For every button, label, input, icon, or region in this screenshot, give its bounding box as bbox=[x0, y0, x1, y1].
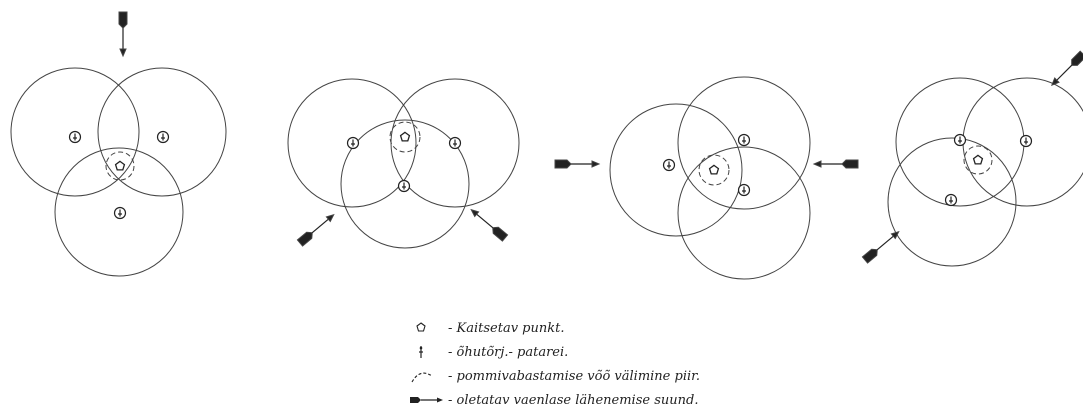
legend-label: - pommivabastamise võõ välimine piir. bbox=[448, 368, 701, 384]
defended-point-icon bbox=[708, 164, 720, 175]
coverage-circle bbox=[10, 67, 140, 197]
battery-icon bbox=[737, 133, 751, 147]
attack-direction-arrow bbox=[813, 159, 859, 169]
coverage-circle bbox=[677, 76, 811, 210]
legend-item: - õhutõrj.- patarei. bbox=[408, 340, 700, 364]
battery-icon bbox=[346, 136, 360, 150]
attack-direction-arrow bbox=[468, 206, 509, 242]
battery-icon bbox=[448, 136, 462, 150]
battery-icon bbox=[953, 133, 967, 147]
legend-label: - õhutõrj.- patarei. bbox=[448, 344, 569, 360]
bomb-release-line bbox=[105, 151, 135, 181]
coverage-circle bbox=[609, 103, 743, 237]
coverage-circle bbox=[677, 146, 811, 280]
scenario-3 bbox=[554, 76, 859, 280]
defended-point-icon bbox=[972, 154, 984, 165]
attack-direction-arrow bbox=[861, 228, 902, 264]
attack-direction-arrow bbox=[1048, 50, 1083, 89]
attack-direction-arrow bbox=[554, 159, 600, 169]
battery-icon bbox=[113, 206, 127, 220]
battery-icon bbox=[944, 193, 958, 207]
bomb-release-line bbox=[698, 154, 730, 186]
attack-direction-arrow-icon bbox=[410, 397, 443, 403]
defended-point-icon bbox=[399, 131, 411, 142]
scenario-2 bbox=[287, 78, 520, 249]
attack-direction-arrow bbox=[296, 211, 337, 247]
legend-item: - oletatav vaenlase lähenemise suund. bbox=[408, 388, 700, 412]
battery-icon bbox=[1019, 134, 1033, 148]
scenario-4 bbox=[861, 50, 1083, 267]
coverage-circle bbox=[887, 137, 1017, 267]
legend-label: - Kaitsetav punkt. bbox=[448, 320, 565, 336]
legend: - Kaitsetav punkt. - õhutõrj.- patarei. … bbox=[408, 316, 700, 412]
attack-direction-arrow bbox=[118, 11, 128, 57]
defended-point-icon bbox=[416, 322, 426, 332]
bomb-release-line-icon bbox=[411, 372, 433, 383]
bomb-release-line bbox=[963, 145, 993, 175]
bomb-release-line bbox=[389, 121, 421, 153]
battery-icon bbox=[68, 130, 82, 144]
legend-item: - Kaitsetav punkt. bbox=[408, 316, 700, 340]
legend-label: - oletatav vaenlase lähenemise suund. bbox=[448, 392, 699, 408]
legend-item: - pommivabastamise võõ välimine piir. bbox=[408, 364, 700, 388]
scenario-1 bbox=[10, 11, 227, 277]
coverage-circle bbox=[54, 147, 184, 277]
battery-icon bbox=[397, 179, 411, 193]
coverage-circle bbox=[287, 78, 417, 208]
battery-icon bbox=[737, 183, 751, 197]
battery-icon bbox=[419, 346, 423, 358]
battery-icon bbox=[662, 158, 676, 172]
defended-point-icon bbox=[114, 160, 126, 171]
coverage-circle bbox=[340, 119, 470, 249]
battery-icon bbox=[156, 130, 170, 144]
coverage-circle bbox=[97, 67, 227, 197]
